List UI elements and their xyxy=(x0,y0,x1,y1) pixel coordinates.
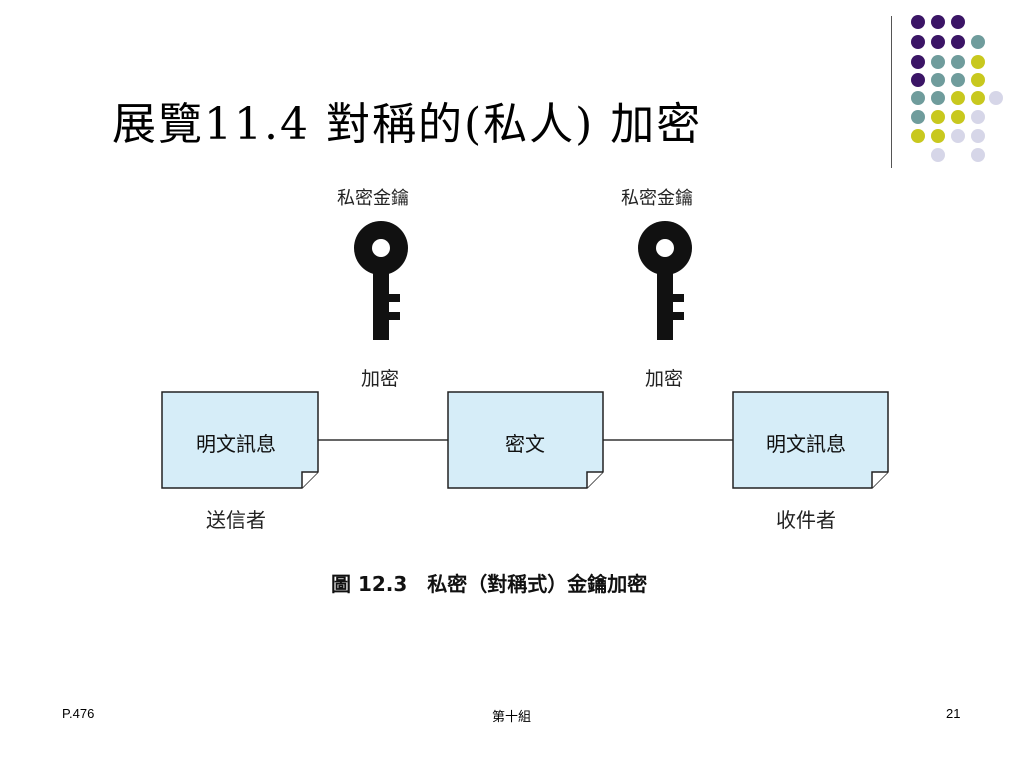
decorative-dot xyxy=(971,148,985,162)
decorative-dot xyxy=(971,55,985,69)
sender-label: 送信者 xyxy=(206,508,266,532)
decorative-vertical-line xyxy=(891,16,892,168)
decorative-dot xyxy=(931,15,945,29)
decorative-dot xyxy=(931,55,945,69)
footer-page-ref: P.476 xyxy=(62,706,95,721)
encrypt-left-label: 加密 xyxy=(361,368,400,390)
key-left-icon xyxy=(354,221,408,340)
decorative-dot xyxy=(911,55,925,69)
figure-caption: 圖 12.3 私密（對稱式）金鑰加密 xyxy=(331,572,648,596)
ciphertext-box xyxy=(447,391,604,489)
decorative-dot xyxy=(911,73,925,87)
decorative-dot xyxy=(951,110,965,124)
decorative-dot xyxy=(911,91,925,105)
decorative-dot xyxy=(931,73,945,87)
decorative-dot xyxy=(971,73,985,87)
decorative-dot xyxy=(951,91,965,105)
decorative-dot xyxy=(911,35,925,49)
plaintext-box-left xyxy=(161,391,319,489)
decorative-dot xyxy=(911,15,925,29)
footer-slide-number: 21 xyxy=(946,706,961,721)
plaintext-left-text: 明文訊息 xyxy=(196,432,276,456)
decorative-dot xyxy=(951,129,965,143)
decorative-dot xyxy=(931,110,945,124)
decorative-dot xyxy=(971,129,985,143)
plaintext-right-text: 明文訊息 xyxy=(766,432,846,456)
decorative-dot-grid xyxy=(911,15,1003,162)
decorative-dot xyxy=(989,91,1003,105)
decorative-dot xyxy=(951,73,965,87)
decorative-dot xyxy=(931,148,945,162)
footer-group: 第十組 xyxy=(492,709,532,724)
decorative-dot xyxy=(971,110,985,124)
plaintext-box-right xyxy=(732,391,889,489)
decorative-dot xyxy=(931,129,945,143)
ciphertext-text: 密文 xyxy=(505,432,545,456)
decorative-dot xyxy=(911,110,925,124)
receiver-label: 收件者 xyxy=(776,508,836,532)
decorative-dot xyxy=(931,35,945,49)
key-right-label: 私密金鑰 xyxy=(621,188,693,209)
decorative-dot xyxy=(951,15,965,29)
decorative-dot xyxy=(971,91,985,105)
decorative-dot xyxy=(951,55,965,69)
decorative-dot xyxy=(911,129,925,143)
key-left-label: 私密金鑰 xyxy=(337,188,409,209)
decorative-dot xyxy=(931,91,945,105)
decorative-dot xyxy=(951,35,965,49)
key-right-icon xyxy=(638,221,692,340)
decorative-dot xyxy=(971,35,985,49)
encrypt-right-label: 加密 xyxy=(645,368,684,390)
slide-title: 展覽11.4 對稱的(私人) 加密 xyxy=(112,99,703,150)
